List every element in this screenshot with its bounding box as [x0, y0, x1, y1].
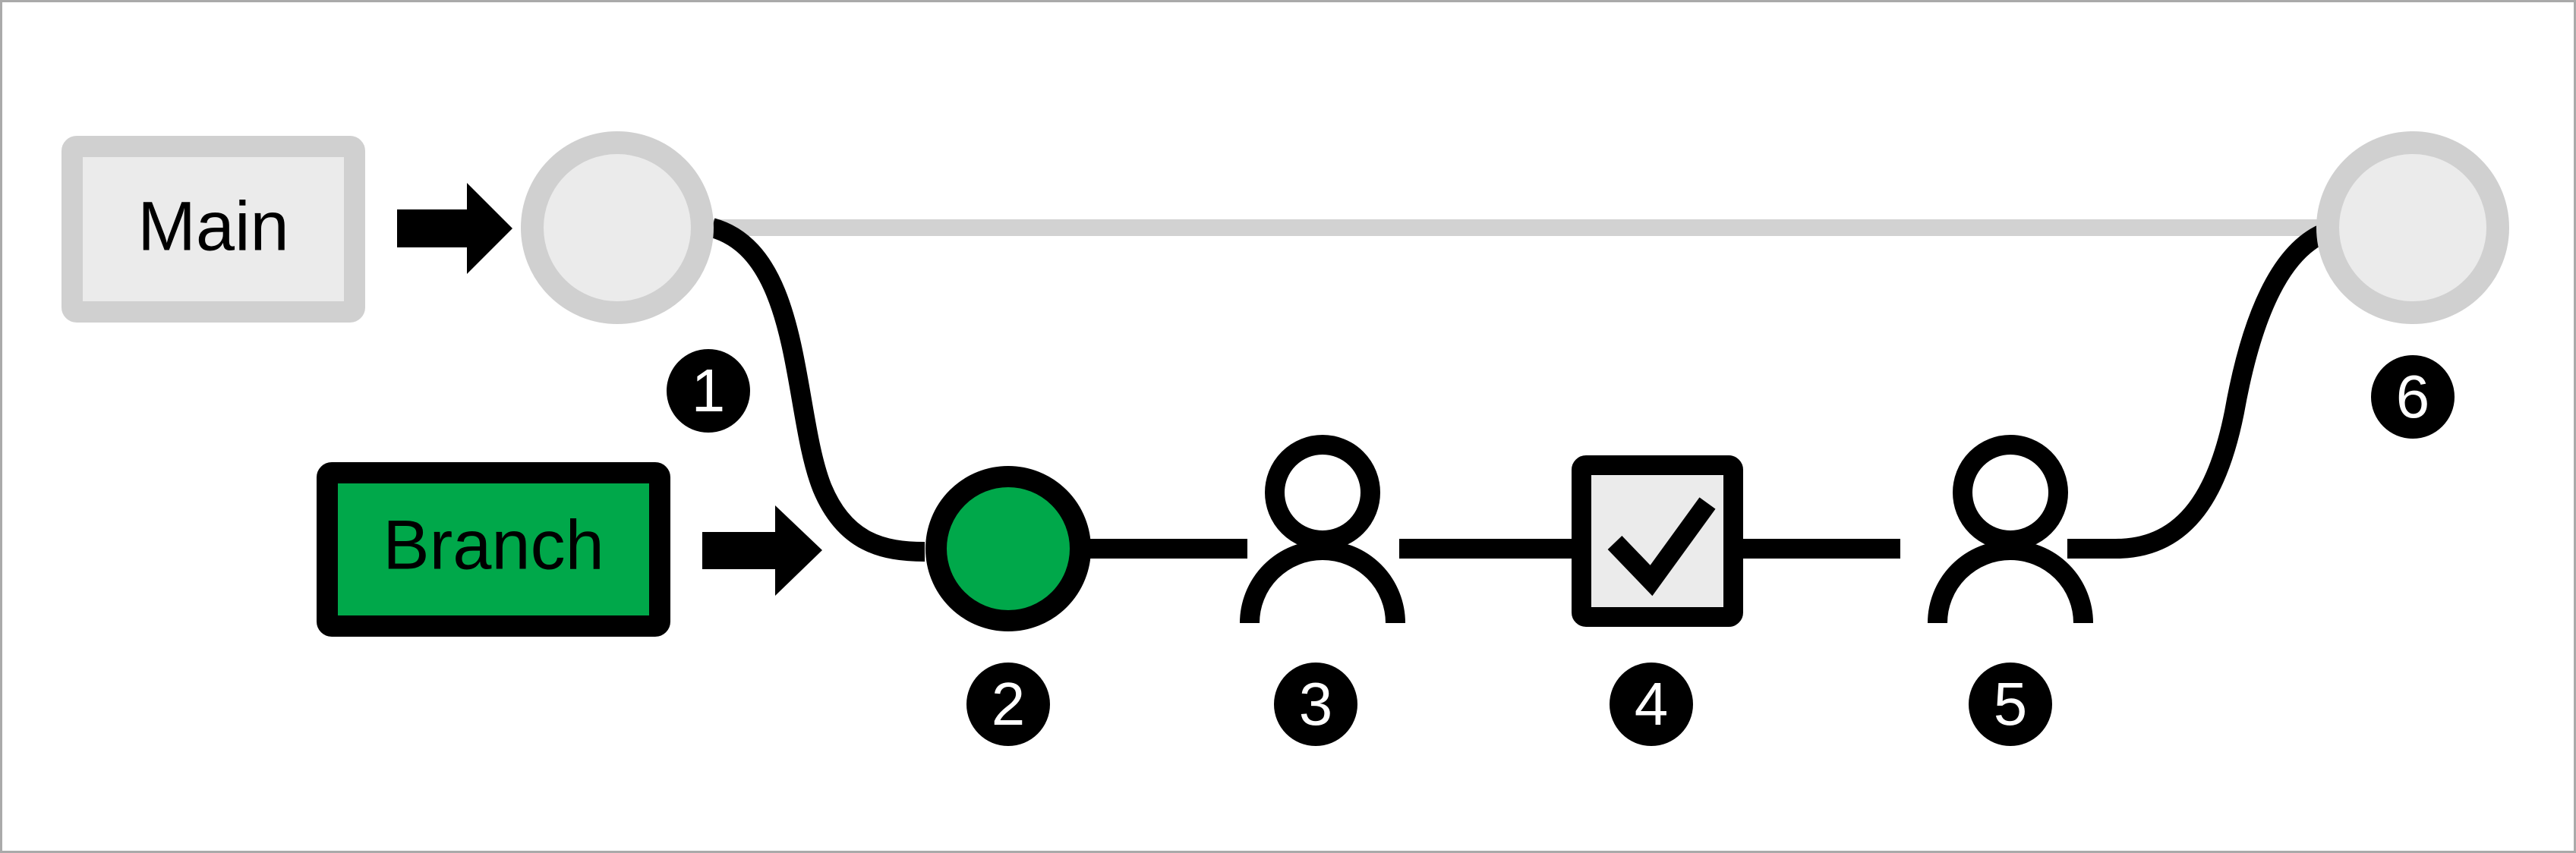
badge-5[interactable]: 5	[1969, 663, 2052, 746]
main-commit-merge-node[interactable]	[2316, 131, 2509, 324]
badge-6-number: 6	[2396, 363, 2430, 430]
badge-2-number: 2	[992, 670, 1026, 738]
person-icon-3[interactable]	[1240, 435, 1405, 624]
badge-6[interactable]: 6	[2371, 355, 2455, 439]
person-icon-5-head	[1953, 435, 2068, 550]
main-label-text: Main	[137, 187, 288, 265]
branch-out-curve	[708, 218, 925, 562]
badge-3-circle	[1274, 663, 1357, 746]
person-icon-3-head	[1265, 435, 1380, 550]
checkbox-icon-4-box	[1572, 455, 1743, 627]
person-icon-5-body	[1928, 540, 2093, 624]
badge-4[interactable]: 4	[1610, 663, 1693, 746]
checkbox-icon-4[interactable]	[1572, 455, 1743, 627]
branch-commit-node[interactable]	[925, 466, 1091, 631]
main-label-box-rect	[61, 136, 365, 323]
merge-back-curve	[2112, 218, 2347, 559]
checkbox-icon-4-check	[1607, 497, 1716, 596]
branch-label-text: Branch	[383, 506, 604, 584]
badge-1-circle	[667, 349, 750, 433]
main-commit-start-circle	[521, 131, 714, 324]
badge-2-circle	[966, 663, 1050, 746]
badge-3[interactable]: 3	[1274, 663, 1357, 746]
badge-5-number: 5	[1994, 670, 2028, 738]
branch-label-box[interactable]: Branch	[317, 462, 670, 637]
main-commit-merge-circle	[2316, 131, 2509, 324]
badge-6-circle	[2371, 355, 2455, 439]
branch-commit-circle	[925, 466, 1091, 631]
arrow-right-icon-branch-shape	[702, 505, 822, 596]
person-icon-5[interactable]	[1928, 435, 2093, 624]
arrow-right-icon-main-shape	[397, 183, 512, 274]
badge-1-number: 1	[692, 357, 726, 424]
badge-5-circle	[1969, 663, 2052, 746]
arrow-right-icon-branch	[702, 505, 822, 596]
badge-4-circle	[1610, 663, 1693, 746]
person-icon-3-body	[1240, 540, 1405, 624]
branch-label-box-rect	[317, 462, 670, 637]
main-label-box[interactable]: Main	[61, 136, 365, 323]
badge-4-number: 4	[1635, 670, 1669, 738]
badge-2[interactable]: 2	[966, 663, 1050, 746]
arrow-right-icon-main	[397, 183, 512, 274]
main-commit-start-node[interactable]	[521, 131, 714, 324]
badge-1[interactable]: 1	[667, 349, 750, 433]
badge-3-number: 3	[1299, 670, 1333, 738]
